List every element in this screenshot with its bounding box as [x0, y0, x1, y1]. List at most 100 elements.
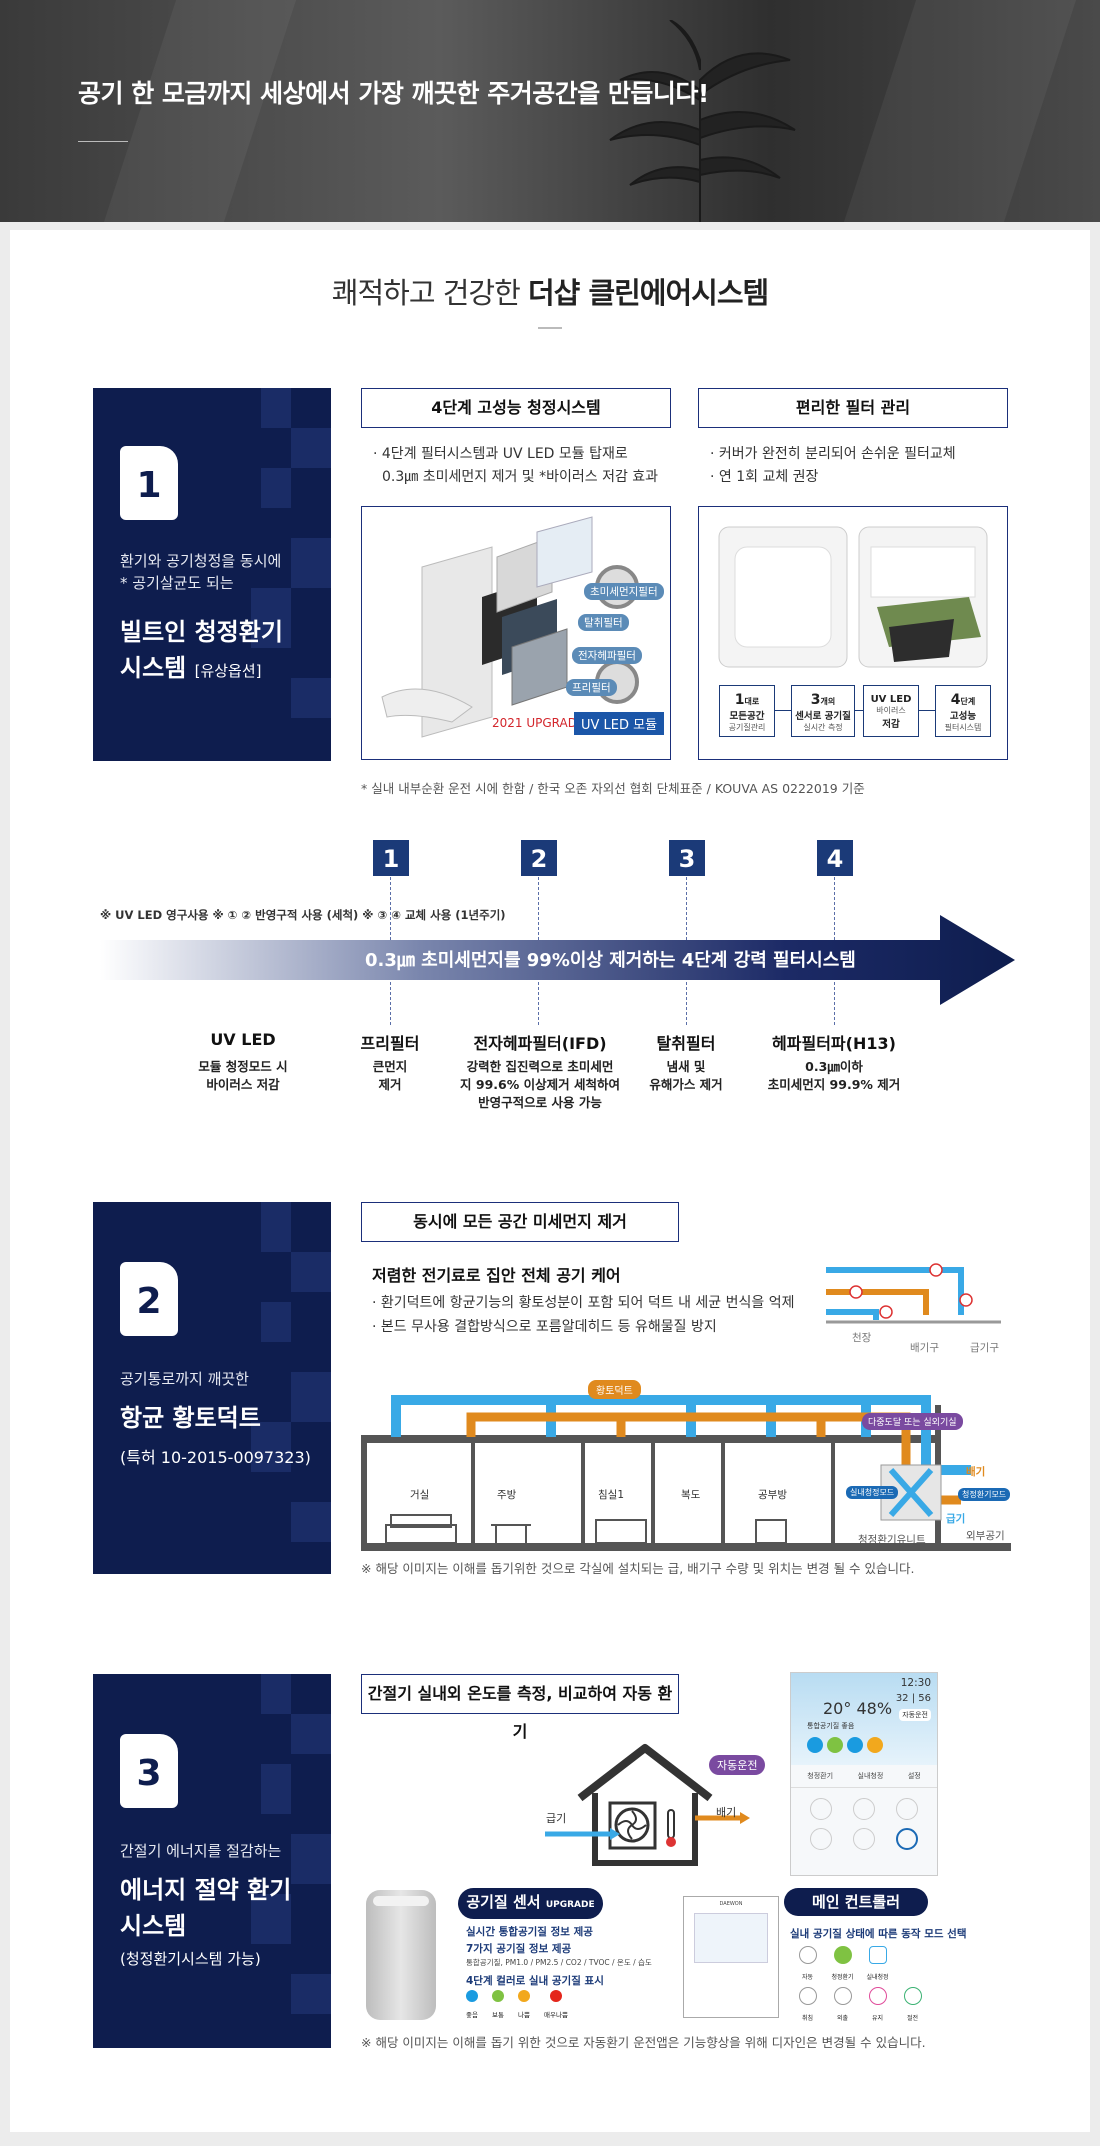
house-exhaust-label: 배기 — [716, 1806, 737, 1819]
app-tab-vent[interactable]: 청정환기 — [807, 1772, 834, 1780]
tag-electro-hepa: 전자헤파필터 — [572, 647, 642, 664]
mini-exhaust: 배기구 — [910, 1342, 939, 1354]
duct-headline: 저렴한 전기료로 집안 전체 공기 케어 — [372, 1266, 621, 1285]
indoor-mode-tag: 실내청정모드 — [846, 1486, 899, 1499]
filter-exploded-image: 초미세먼지필터 탈취필터 전자헤파필터 프리필터 2021 UPGRADE UV… — [361, 506, 671, 760]
filter-manage-image: 1대로 모든공간 공기질관리 3개의 센서로 공기질 실시간 측정 UV LED… — [698, 506, 1008, 760]
sensor-levels: 좋음 보통 나쁨 매우나쁨 — [466, 1990, 568, 2021]
section1-footnote: * 실내 내부순환 운전 시에 한함 / 한국 오존 자외선 협회 단체표준 /… — [361, 781, 865, 796]
section3-note: (청정환기시스템 가능) — [120, 1950, 261, 1968]
section3-number: 3 — [120, 1734, 178, 1808]
feature-four-stage: 4단계 고성능 필터시스템 — [935, 685, 991, 737]
duct-tag: 황토덕트 — [588, 1380, 641, 1399]
label-unit: 청정환기유니트 — [858, 1534, 926, 1546]
house-supply-label: 급기 — [546, 1812, 567, 1825]
section3-title2: 시스템 — [120, 1912, 187, 1940]
filter-hepa-name: 헤파필터파(H13) — [772, 1034, 896, 1053]
units-illustration — [718, 526, 988, 668]
box-filter-system-title: 4단계 고성능 청정시스템 — [361, 388, 671, 428]
controller-device-image: DAEWON — [683, 1896, 779, 2018]
box1-line1: · 4단계 필터시스템과 UV LED 모듈 탑재로 — [373, 446, 628, 462]
stage-number-1: 1 — [373, 840, 409, 876]
app-screen: 12:30 20° 48% 32 | 56 통합공기질 좋음 자동운전 청정환기… — [790, 1672, 938, 1876]
tag-deodorize: 탈취필터 — [578, 614, 629, 631]
app-temp: 20° 48% — [823, 1699, 893, 1718]
section1-title1: 빌트인 청정환기 — [120, 618, 283, 646]
app-outdoor: 32 | 56 — [895, 1693, 931, 1704]
feature-uv-led: UV LED 바이러스 저감 — [863, 685, 919, 737]
section1-card: 1 환기와 공기청정을 동시에 * 공기살균도 되는 빌트인 청정환기 시스템 … — [93, 388, 331, 761]
section1-sub2: * 공기살균도 되는 — [120, 574, 234, 592]
section-heading: 쾌적하고 건강한 더샵 클린에어시스템 — [331, 276, 769, 310]
stage-number-3: 3 — [669, 840, 705, 876]
section1-number: 1 — [120, 446, 178, 520]
mini-duct-diagram — [826, 1263, 1001, 1324]
checker-pattern — [251, 1674, 331, 2014]
sensor-line4: 4단계 컬러로 실내 공기질 표시 — [466, 1975, 604, 1987]
section3-card: 3 간절기 에너지를 절감하는 에너지 절약 환기 시스템 (청정환기시스템 가… — [93, 1674, 331, 2048]
auto-run-tag: 자동운전 — [709, 1755, 766, 1775]
filter-arrow — [100, 915, 1015, 1005]
house-duct-diagram — [361, 1395, 1011, 1551]
app-tab-settings[interactable]: 설정 — [907, 1772, 921, 1780]
tag-ultra-fine: 초미세먼지필터 — [584, 583, 664, 600]
stage-number-2: 2 — [521, 840, 557, 876]
app-tab-clean[interactable]: 실내청정 — [857, 1772, 884, 1780]
duct-line1: · 환기덕트에 항균기능의 황토성분이 포함 되어 덕트 내 세균 번식을 억제 — [372, 1295, 795, 1311]
mini-ceiling: 천장 — [852, 1332, 872, 1344]
label-supply: 급기 — [946, 1513, 966, 1525]
app-auto[interactable]: 자동운전 — [899, 1709, 931, 1721]
room-kitchen: 주방 — [497, 1489, 517, 1501]
tag-pre-filter: 프리필터 — [566, 679, 617, 696]
room-study: 공부방 — [758, 1489, 787, 1501]
feature-one-duct: 1대로 모든공간 공기질관리 — [719, 685, 775, 737]
controller-title: 메인 컨트롤러 — [784, 1888, 928, 1916]
plant-image — [609, 20, 796, 222]
section3-title1: 에너지 절약 환기 — [120, 1876, 292, 1904]
filter-usage-note: ※ UV LED 영구사용 ※ ① ② 반영구적 사용 (세척) ※ ③ ④ 교… — [100, 908, 506, 922]
app-indicators — [807, 1737, 883, 1753]
controller-mode-grid: 자동 청정환기 실내청정 취침 외출 유지 절전 — [790, 1946, 930, 2024]
app-time: 12:30 — [900, 1677, 931, 1689]
section2-sub: 공기통로까지 깨끗한 — [120, 1370, 249, 1388]
section2-footnote: ※ 해당 이미지는 이해를 돕기위한 것으로 각실에 설치되는 급, 배기구 수… — [361, 1561, 915, 1576]
box1-line2: 0.3㎛ 초미세먼지 제거 및 *바이러스 저감 효과 — [382, 469, 659, 485]
app-status: 통합공기질 좋음 — [807, 1722, 855, 1730]
filter-arrow-text: 0.3㎛ 초미세먼지를 99%이상 제거하는 4단계 강력 필터시스템 — [365, 950, 856, 971]
upgrade-label: 2021 UPGRADE — [492, 716, 585, 730]
filter-deodor-name: 탈취필터 — [656, 1034, 716, 1053]
filter-uvled-name: UV LED — [210, 1030, 276, 1049]
room-hall: 복도 — [681, 1489, 701, 1501]
box2-line2: · 연 1회 교체 권장 — [710, 469, 819, 485]
filter-ifd-name: 전자헤파필터(IFD) — [473, 1034, 607, 1053]
outdoor-mode-tag: 청정환기모드 — [958, 1488, 1011, 1501]
checker-pattern — [251, 1202, 331, 1542]
app-mode-grid — [791, 1788, 937, 1860]
section3-footnote: ※ 해당 이미지는 이해를 돕기 위한 것으로 자동환기 운전앱은 기능향상을 … — [361, 2035, 926, 2050]
hero-divider — [78, 141, 128, 142]
section2-title: 항균 황토덕트 — [120, 1404, 261, 1432]
mini-supply: 급기구 — [970, 1342, 999, 1354]
label-outdoor-air: 외부공기 — [966, 1530, 1005, 1542]
room-bedroom: 침실1 — [598, 1489, 625, 1501]
box-duct-title: 동시에 모든 공간 미세먼지 제거 — [361, 1202, 679, 1242]
hero-title: 공기 한 모금까지 세상에서 가장 깨끗한 주거공간을 만듭니다! — [78, 79, 709, 108]
checker-pattern — [251, 388, 331, 718]
room-living: 거실 — [410, 1489, 430, 1501]
stage-number-4: 4 — [817, 840, 853, 876]
section3-sub: 간절기 에너지를 절감하는 — [120, 1842, 282, 1860]
feature-three-sensors: 3개의 센서로 공기질 실시간 측정 — [791, 685, 855, 737]
sensor-device-image — [366, 1890, 436, 2020]
sensor-line2: 7가지 공기질 정보 제공 — [466, 1943, 572, 1955]
box2-line1: · 커버가 완전히 분리되어 손쉬운 필터교체 — [710, 446, 956, 462]
section2-number: 2 — [120, 1262, 178, 1336]
section1-title2: 시스템 [유상옵션] — [120, 654, 262, 682]
controller-desc: 실내 공기질 상태에 따른 동작 모드 선택 — [790, 1928, 967, 1940]
section1-sub1: 환기와 공기청정을 동시에 — [120, 552, 282, 570]
uv-led-label: UV LED 모듈 — [574, 712, 665, 735]
